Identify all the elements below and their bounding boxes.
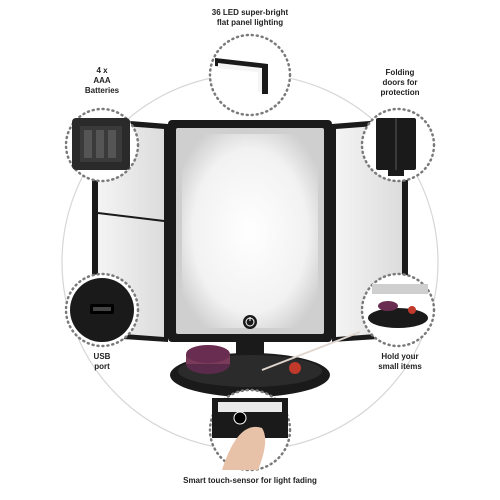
usb-callout (64, 272, 140, 348)
folding-label: Folding doors for protection (368, 68, 432, 98)
led-label-line1: 36 LED super-bright (211, 8, 289, 17)
touch-sensor-icon (243, 315, 257, 329)
batteries-label-line2: AAA (93, 76, 111, 85)
batteries-label-line1: 4 x (96, 66, 108, 75)
usb-label: USB port (84, 352, 120, 372)
folding-callout (360, 107, 436, 183)
hold-label-line1: Hold your (381, 352, 419, 361)
batteries-label-line3: Batteries (84, 86, 120, 95)
folding-label-line2: doors for (382, 78, 418, 87)
folding-label-line3: protection (380, 88, 420, 97)
usb-label-line2: port (94, 362, 110, 371)
hold-items-callout (360, 272, 436, 348)
led-label-line2: flat panel lighting (216, 18, 284, 27)
battery-callout (64, 107, 140, 183)
batteries-label: 4 x AAA Batteries (80, 66, 124, 96)
usb-label-line1: USB (93, 352, 111, 361)
mirror-base (170, 331, 361, 397)
folding-label-line1: Folding (385, 68, 415, 77)
touch-label-line1: Smart touch-sensor for light fading (183, 476, 317, 485)
touch-callout (208, 388, 292, 472)
touch-label: Smart touch-sensor for light fading (160, 476, 340, 486)
led-label: 36 LED super-bright flat panel lighting (190, 8, 310, 28)
center-mirror-panel (168, 120, 332, 342)
led-callout (208, 33, 292, 117)
hold-label: Hold your small items (370, 352, 430, 372)
hold-label-line2: small items (378, 362, 422, 371)
